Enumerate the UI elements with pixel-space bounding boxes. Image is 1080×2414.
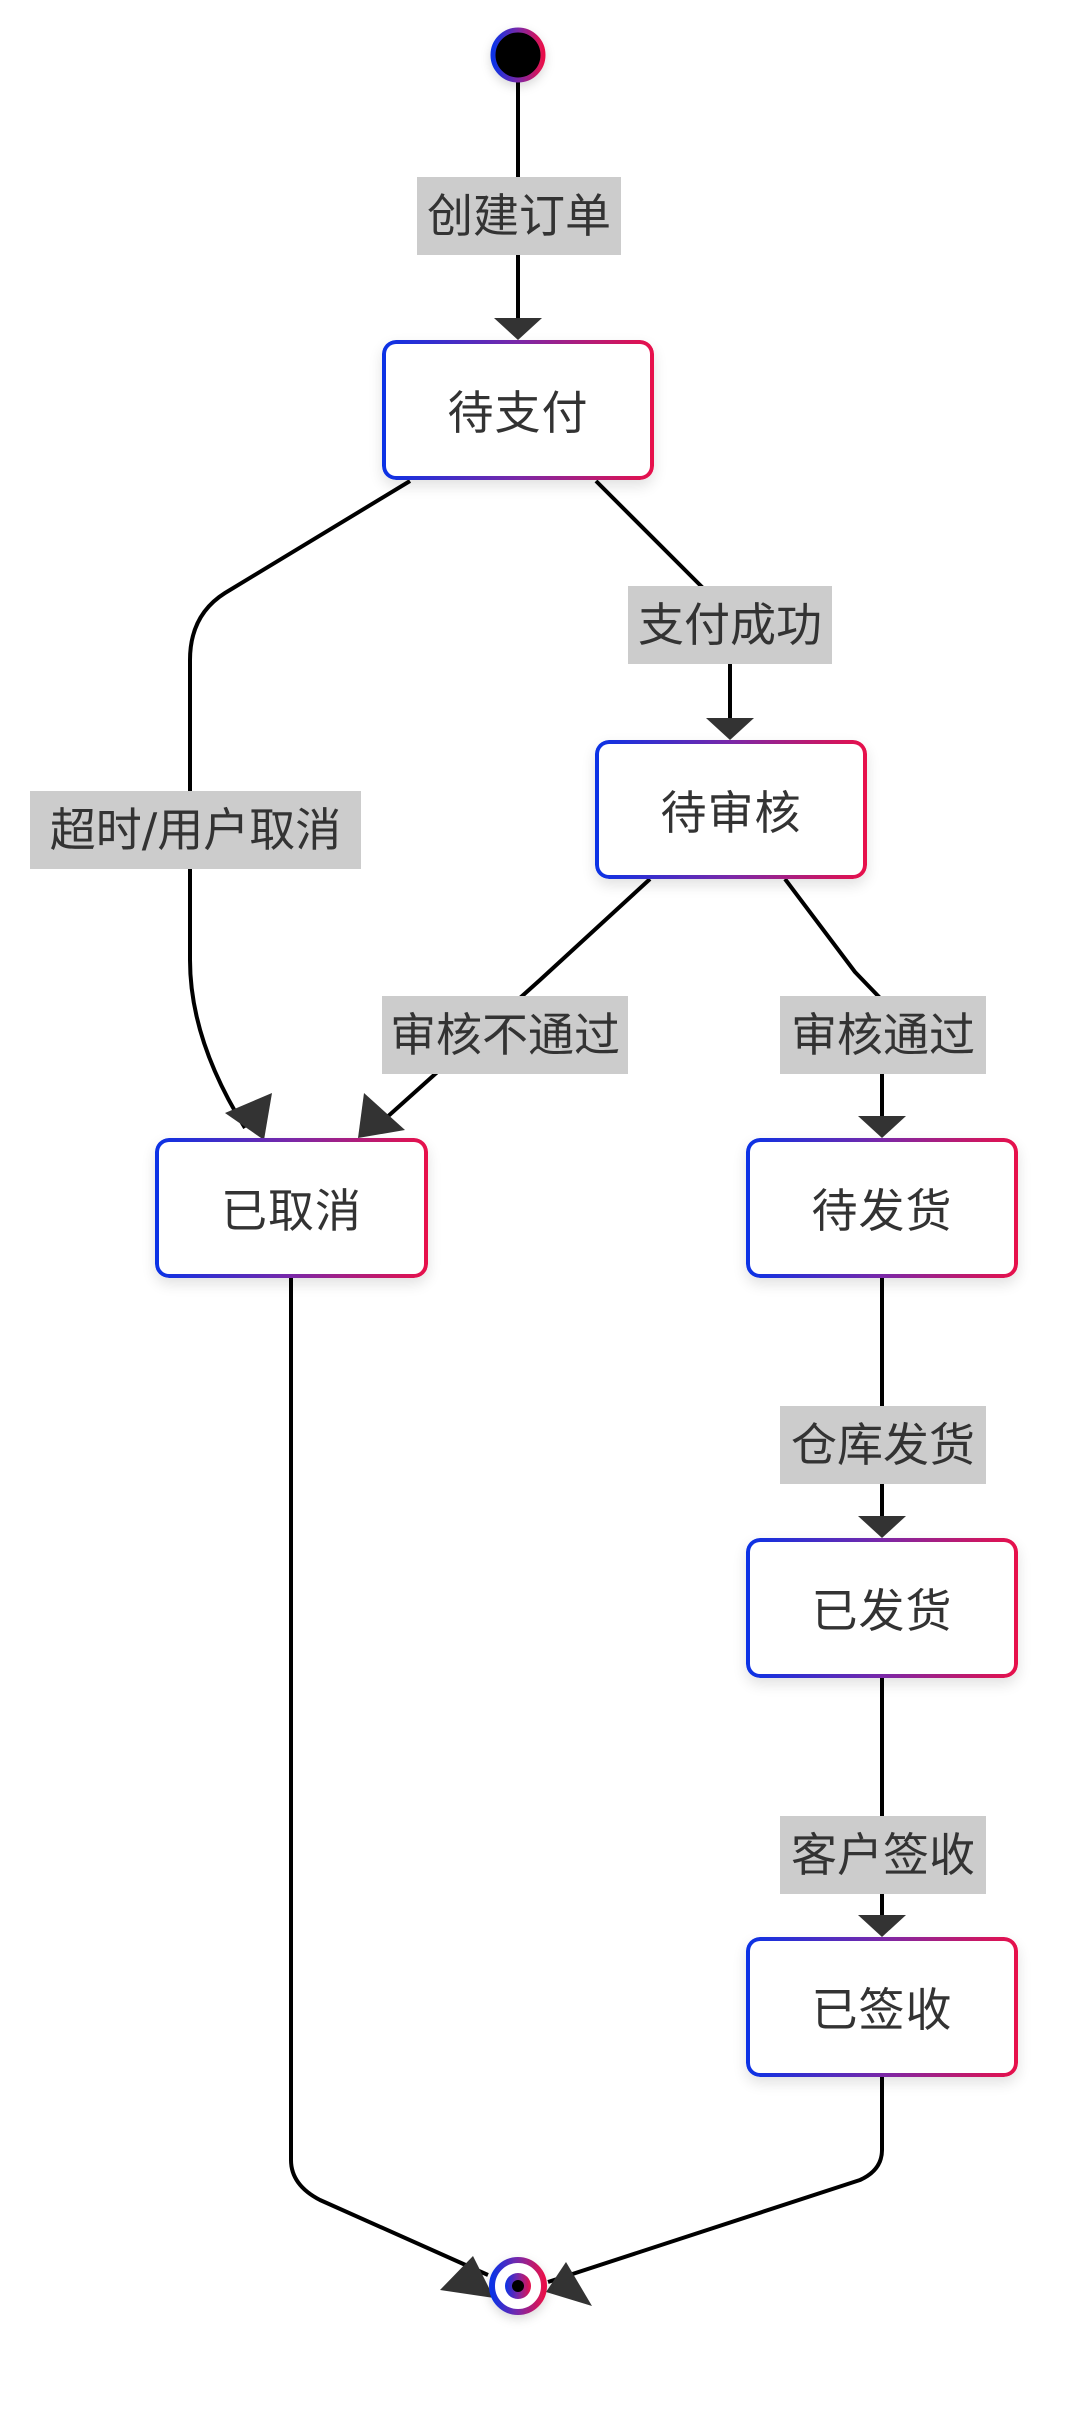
- edge-received-to-end: [547, 2077, 884, 2284]
- edge-label-warehouse-ship: 仓库发货: [780, 1406, 986, 1484]
- arrowhead-icon: [706, 718, 754, 740]
- arrowhead-icon: [546, 2262, 592, 2306]
- edge-label-create-order: 创建订单: [417, 177, 621, 255]
- arrowhead-icon: [858, 1915, 906, 1937]
- end-node[interactable]: [489, 2257, 547, 2315]
- state-label: 已签收: [811, 1983, 953, 2037]
- state-received[interactable]: 已签收: [746, 1937, 1018, 2077]
- edge-label-timeout-cancel: 超时/用户取消: [30, 791, 361, 869]
- state-label: 待支付: [447, 386, 589, 440]
- edge-label-review-reject: 审核不通过: [382, 996, 628, 1074]
- state-pending-payment[interactable]: 待支付: [382, 340, 654, 480]
- arrowhead-icon: [858, 1516, 906, 1538]
- state-label: 已取消: [221, 1184, 362, 1238]
- arrowhead-icon: [494, 318, 542, 340]
- edge-timeout-cancel: [188, 479, 412, 1130]
- state-label: 已发货: [811, 1584, 953, 1638]
- edge-label-payment-success: 支付成功: [628, 586, 832, 664]
- edge-label-customer-sign: 客户签收: [780, 1816, 986, 1894]
- state-shipped[interactable]: 已发货: [746, 1538, 1018, 1678]
- state-cancelled[interactable]: 已取消: [155, 1138, 428, 1278]
- edge-review-reject: [373, 877, 652, 1130]
- start-node[interactable]: [490, 27, 546, 83]
- state-label: 待发货: [811, 1184, 953, 1238]
- arrowhead-icon: [358, 1093, 405, 1138]
- state-pending-shipment[interactable]: 待发货: [746, 1138, 1018, 1278]
- edge-cancelled-to-end: [289, 1278, 489, 2277]
- state-label: 待审核: [660, 785, 802, 840]
- arrowhead-icon: [858, 1116, 906, 1138]
- arrowhead-icon: [440, 2256, 494, 2298]
- state-pending-review[interactable]: 待审核: [595, 740, 867, 879]
- arrowhead-icon: [225, 1093, 272, 1140]
- edge-label-review-pass: 审核通过: [780, 996, 986, 1074]
